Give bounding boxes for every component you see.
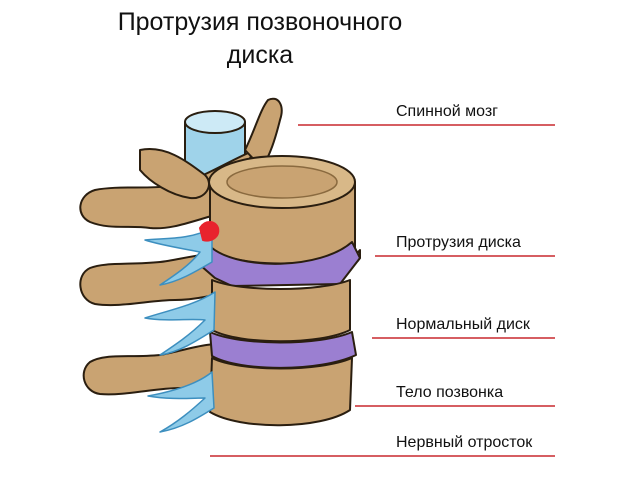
label-disc-protrusion: Протрузия диска (396, 234, 521, 251)
leader-lines (210, 124, 555, 457)
nerve-roots (144, 227, 216, 433)
diagram-title: Протрузия позвоночного диска (0, 6, 520, 72)
label-vertebral-body: Тело позвонка (396, 384, 504, 401)
disc-protrusion-shape (199, 241, 361, 287)
label-nerve-root: Нервный отросток (396, 434, 533, 451)
vertebra-top (208, 155, 356, 265)
posterior-arch-top (139, 148, 210, 200)
title-line-1: Протрузия позвоночного (117, 8, 403, 36)
title-line-2: диска (226, 41, 294, 69)
spinous-process (244, 97, 283, 169)
label-normal-disc: Нормальный диск (396, 316, 530, 333)
vertebra-mid (211, 279, 351, 343)
label-spinal-cord: Спинной мозг (396, 103, 498, 120)
normal-disc-shape (209, 331, 357, 369)
protrusion-highlight (199, 221, 220, 242)
vertebra-low (209, 357, 353, 427)
